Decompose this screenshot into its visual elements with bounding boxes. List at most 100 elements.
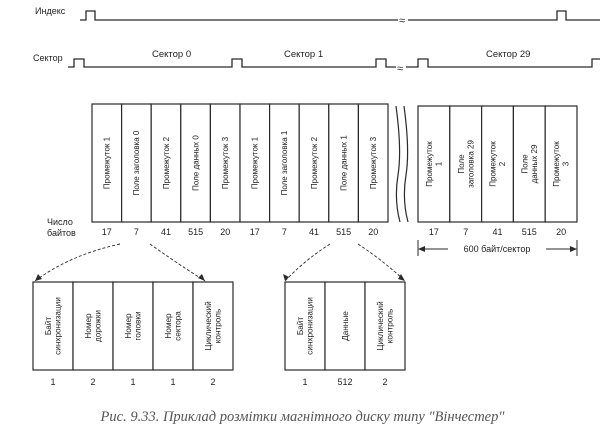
track-field-byte-count: 515 [188,227,203,237]
data-subfield-byte-count: 2 [382,377,387,387]
header-subfield-byte-count: 2 [90,377,95,387]
bytes-row-label-line2: байтов [47,228,76,238]
header-subfield-byte-count: 2 [210,377,215,387]
header-subfield-box [152,281,194,371]
track-field-29-label: Промежуток [489,141,498,187]
track-field-29-byte-count: 515 [522,227,537,237]
header-subfield-label: Номер [164,313,173,339]
track-field-cell-0: Промежуток 1 17 [91,103,123,237]
sector-size-label: 600 байт/сектор [464,244,531,254]
index-break-mark: ≈ [399,15,405,27]
track-field-box [328,103,359,223]
track-field-label: Промежуток 1 [251,136,260,189]
sector-name-0: Сектор 0 [152,49,191,60]
track-field-29-byte-count: 41 [492,227,502,237]
header-subfield-label: контроль [214,309,223,343]
expansion-arrows [34,243,406,282]
track-field-label: Поле данных 1 [339,135,348,191]
data-subfield-label: синхронизации [306,297,315,355]
header-subfield-byte-count: 1 [170,377,175,387]
track-field-byte-count: 20 [368,227,378,237]
data-subfield-label: Циклический [376,301,385,350]
data-expansion-arrow-left [284,243,331,282]
header-subfield-byte-count: 1 [130,377,135,387]
header-subfield-label: головки [134,311,143,340]
track-field-cell-5: Промежуток 117 [239,103,271,237]
header-subfield-box [72,281,114,371]
header-subfield-box [192,281,234,371]
data-subfield-label: Данные [341,311,350,341]
header-subfield-label: Байт [44,317,53,336]
track-break-mark [395,105,409,223]
track-field-29-label: Промежуток [552,141,561,187]
header-subfield-label: синхронизации [54,297,63,355]
track-field-29-label: Промежуток [425,141,434,187]
track-field-byte-count: 41 [309,227,319,237]
track-field-cell-3: Поле данных 0 515 [180,103,212,237]
index-waveform [80,10,600,21]
header-subfield-byte-count: 1 [50,377,55,387]
track-field-label: Поле данных 0 [191,135,200,191]
track-field-label: Промежуток 3 [221,136,230,189]
header-subfield-label: Номер [84,313,93,339]
sector-signal-label: Сектор [33,53,63,63]
data-subfield-box [364,281,406,371]
track-field-29-label: 2 [498,161,507,166]
sector-waveform [68,58,600,68]
index-signal-label: Индекс [35,6,66,16]
track-field-29-label: Поле [520,154,529,174]
track-field-byte-count: 17 [102,227,112,237]
track-field-label: Промежуток 2 [310,136,319,189]
track-field-box [120,103,152,223]
track-field-label: Поле заголовка 1 [280,130,289,195]
track-field-29-label: 3 [562,161,571,166]
data-subfield-byte-count: 512 [337,377,352,387]
track-field-cell-7: Промежуток 2 41 [298,103,330,237]
figure-caption: Рис. 9.33. Приклад розмітки магнітного д… [100,409,505,425]
track-field-29-byte-count: 17 [429,227,439,237]
data-subfield-label: Байт [296,317,305,336]
header-subfield-label: Номер [124,313,133,339]
data-subfield-byte-count: 1 [302,377,307,387]
expansion-arrowheads [35,274,405,281]
header-subfield-box [32,281,74,371]
data-subfield-box [284,281,326,371]
track-field-cell-2: Промежуток 241 [150,103,182,237]
track-field-box [239,103,271,223]
sector-name-1: Сектор 1 [284,49,323,60]
header-subfield-label: дорожки [94,310,103,342]
bytes-row-label-line1: Число [47,217,73,227]
track-field-byte-count: 41 [161,227,171,237]
sector-break-mark: ≈ [397,63,403,75]
track-field-box [209,103,241,223]
track-field-29-box [512,105,546,223]
track-field-byte-count: 7 [282,227,287,237]
track-field-29-label: данных 29 [530,144,539,183]
track-field-byte-count: 515 [336,227,351,237]
track-field-29-box [544,105,578,223]
data-expansion-arrow-right [357,243,406,282]
track-field-29-box [481,105,515,223]
sector-name-29: Сектор 29 [486,49,530,60]
track-field-29-box [449,105,483,223]
track-field-label: Промежуток 1 [103,136,112,189]
data-subfield-cell-1: Данные 512 [324,281,366,387]
track-field-29-label: Поле [457,154,466,174]
timing-signals: Индекс ≈ Сектор ≈ Сектор 0 Сектор 1 Сект… [33,6,600,75]
track-field-box [150,103,182,223]
header-subfield-box [112,281,154,371]
track-field-byte-count: 7 [134,227,139,237]
